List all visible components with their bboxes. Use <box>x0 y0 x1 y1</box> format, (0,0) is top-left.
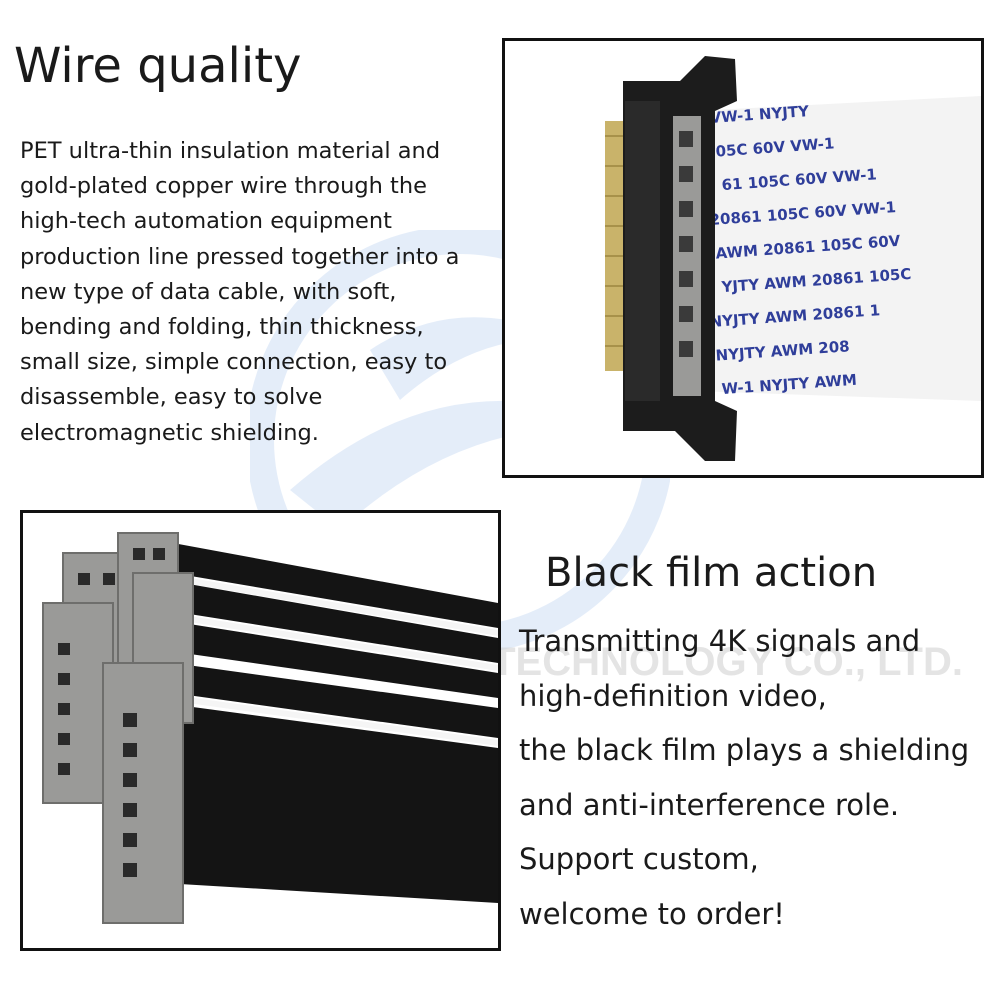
black-film-cables-photo <box>20 510 501 951</box>
section-title-black-film: Black film action <box>545 550 878 596</box>
section-body-wire-quality: PET ultra-thin insulation material and g… <box>20 138 460 446</box>
body-line: Support custom, <box>519 842 759 876</box>
body-line: Transmitting 4K signals and <box>519 624 921 658</box>
body-line: welcome to order! <box>519 896 785 931</box>
body-line: high-definition video, <box>519 678 827 713</box>
section-body-black-film: Transmitting 4K signals and high-definit… <box>519 614 969 941</box>
body-line: and anti-interference role. <box>519 787 900 822</box>
body-line: the black film plays a shielding <box>519 733 970 767</box>
section-title-wire-quality: Wire quality <box>14 38 302 94</box>
